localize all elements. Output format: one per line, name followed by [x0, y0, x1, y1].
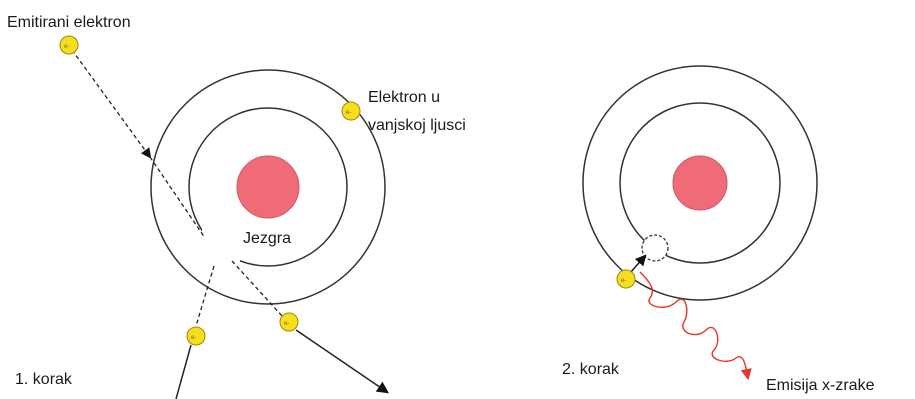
transitioning-electron: e-	[616, 269, 636, 289]
step1-label: 1. korak	[15, 371, 73, 388]
outer-electron-label-line1: Elektron u	[368, 89, 440, 106]
xray-emission-label: Emisija x-zrake	[766, 377, 875, 394]
outer-shell	[582, 65, 818, 301]
outer-electron-label-line2: vanjskoj ljusci	[368, 117, 466, 134]
atom-step2	[582, 65, 818, 301]
svg-text:e-: e-	[284, 321, 289, 327]
svg-text:e-: e-	[621, 278, 626, 284]
scattered-electron: e-	[279, 312, 299, 332]
scattered-electron-track-dashed	[231, 260, 284, 318]
incoming-electron-track	[71, 49, 152, 159]
outer-shell	[150, 69, 386, 305]
inner-shell-gap	[202, 222, 240, 262]
vacancy	[641, 234, 669, 262]
ejected-electron-track-dashed	[195, 265, 215, 327]
incoming-electron-track-inner	[149, 156, 206, 239]
emitted-electron-label: Emitirani elektron	[7, 14, 131, 31]
inner-shell	[188, 107, 348, 267]
step2-label: 2. korak	[562, 361, 620, 378]
emitted-electron: e-	[59, 35, 79, 55]
nucleus	[672, 155, 728, 211]
svg-text:e-: e-	[64, 44, 69, 50]
transition-arrow	[629, 254, 647, 274]
ejected-electron-track-solid	[175, 344, 192, 399]
nucleus-label: Jezgra	[243, 230, 291, 247]
outer-shell-electron: e-	[341, 101, 361, 121]
atom-step1	[150, 69, 386, 305]
inner-shell	[619, 102, 781, 264]
svg-text:e-: e-	[191, 335, 196, 341]
svg-text:e-: e-	[346, 110, 351, 116]
x-ray-photon	[639, 271, 752, 381]
scattered-electron-track-solid	[295, 329, 389, 394]
nucleus	[236, 155, 300, 219]
ejected-electron: e-	[186, 326, 206, 346]
